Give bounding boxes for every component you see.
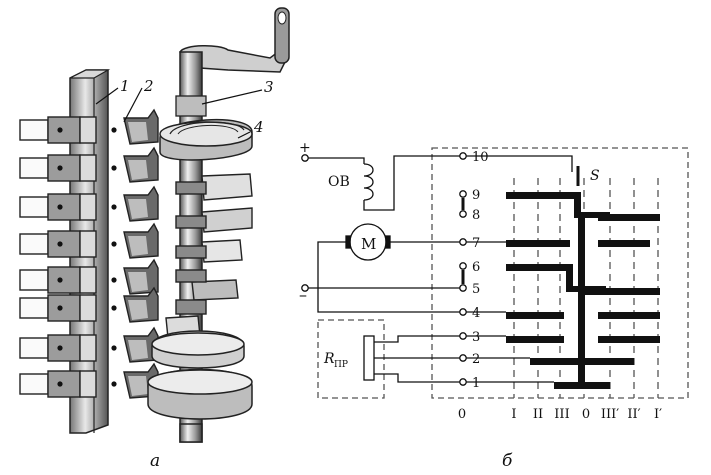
motor-label: М <box>361 235 376 253</box>
position-label: II′ <box>627 407 640 422</box>
terminal-6: 6 <box>472 260 480 275</box>
callout-4: 4 <box>253 118 264 136</box>
switch-label: S <box>590 168 600 184</box>
position-labels: 0 I II III 0 III′ II′ I′ <box>458 407 662 422</box>
drum-collars <box>147 330 253 443</box>
mechanism-illustration: 1 2 3 4 а <box>19 7 290 471</box>
callout-2: 2 <box>143 77 154 95</box>
plus-sign: + <box>299 140 311 156</box>
terminal-4: 4 <box>472 306 480 321</box>
position-label: I <box>511 407 516 422</box>
terminal-8: 8 <box>472 208 480 223</box>
callout-leaders <box>95 87 263 139</box>
position-label: I′ <box>654 407 662 422</box>
terminal-10: 10 <box>472 150 489 165</box>
terminal-5: 5 <box>472 282 480 297</box>
terminal-3: 3 <box>472 330 480 345</box>
drum-contact-segments <box>506 192 660 389</box>
crank-handle <box>179 7 290 73</box>
callout-1: 1 <box>120 77 130 95</box>
terminal-circles <box>459 152 467 386</box>
resistor-subscript: ПР <box>334 360 348 370</box>
callout-3: 3 <box>264 78 274 96</box>
minus-sign: – <box>299 285 307 304</box>
drum-segments <box>165 173 253 339</box>
starting-resistor <box>363 335 375 381</box>
caption-b: б <box>502 451 513 471</box>
terminal-numbers: 10 9 8 7 6 5 4 3 2 1 <box>472 150 489 391</box>
field-winding-label: ОВ <box>328 174 350 190</box>
position-label: II <box>533 407 543 422</box>
ratchet-disk <box>159 118 253 161</box>
position-label: 0 <box>582 407 590 422</box>
terminal-9: 9 <box>472 188 480 203</box>
terminal-1: 1 <box>472 376 480 391</box>
resistor-label: R <box>323 351 335 367</box>
position-label: 0 <box>458 407 466 422</box>
position-label: III <box>554 407 569 422</box>
resistor-frame <box>317 319 385 399</box>
position-label: III′ <box>601 407 619 422</box>
terminal-2: 2 <box>472 352 480 367</box>
caption-a: а <box>150 451 160 471</box>
field-winding-coil <box>363 163 374 201</box>
circuit-diagram <box>301 147 689 399</box>
terminal-7: 7 <box>472 236 480 251</box>
